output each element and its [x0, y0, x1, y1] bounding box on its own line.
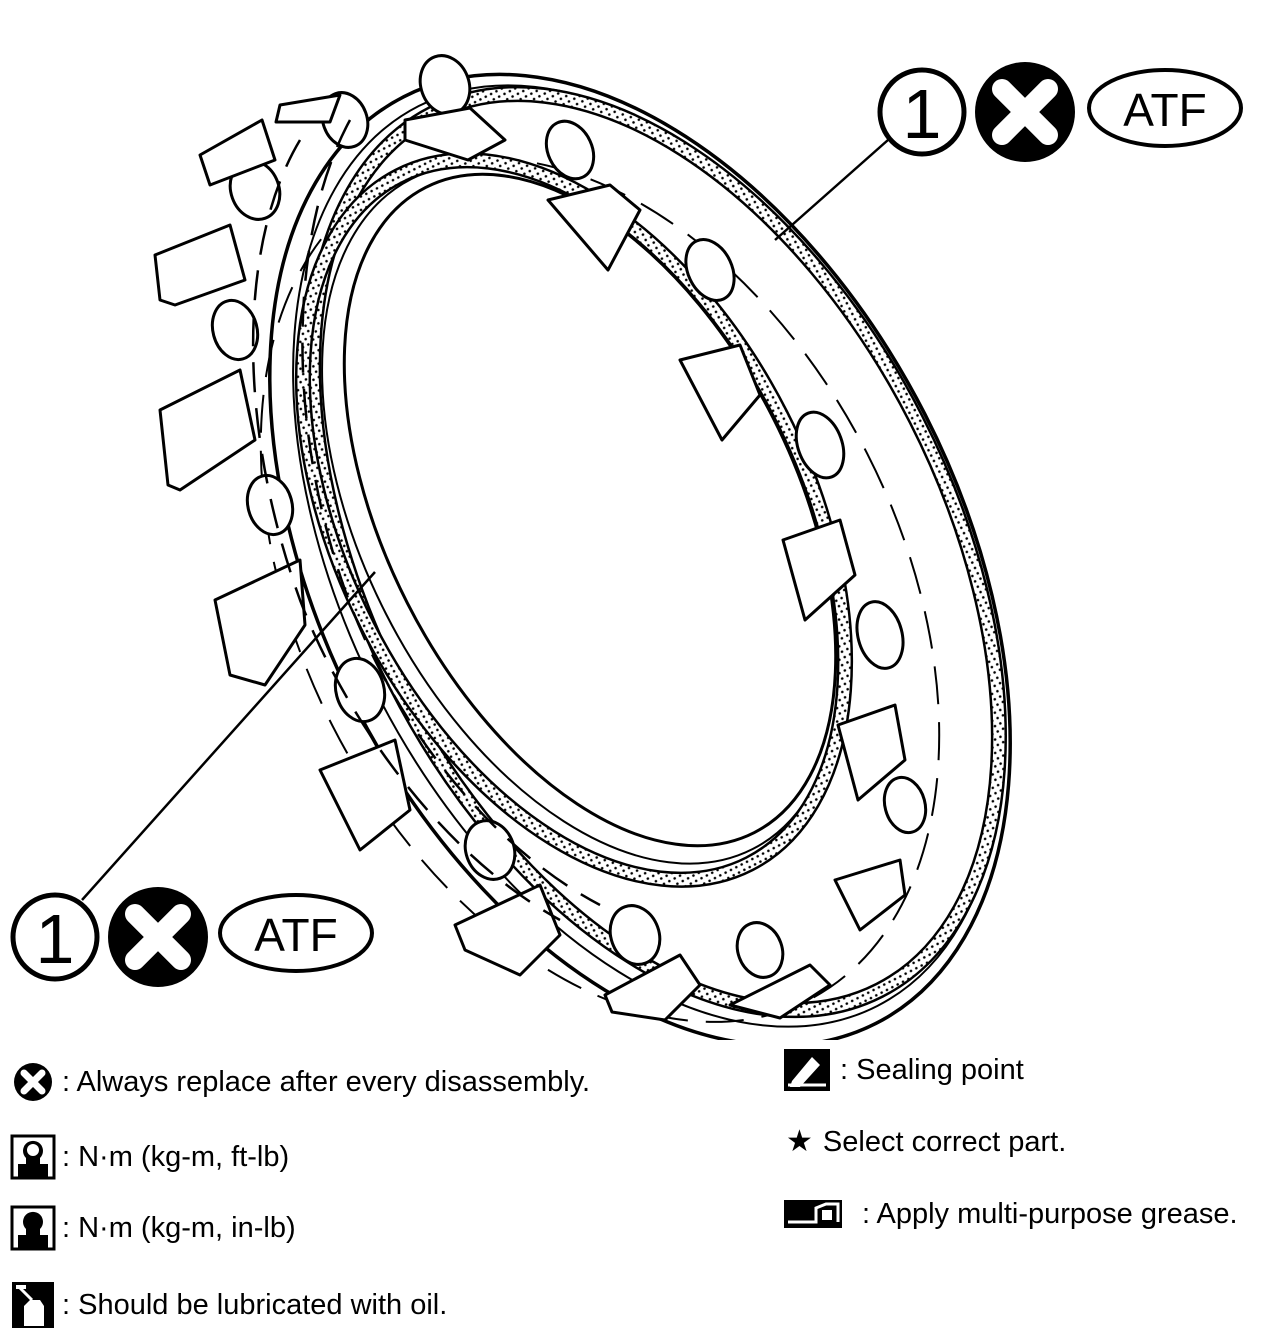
replace-icon	[14, 1063, 52, 1101]
replace-icon	[108, 887, 208, 987]
lubricant-label: ATF	[254, 909, 337, 961]
piston-tabs	[153, 93, 907, 1022]
legend-sealing-text: : Sealing point	[840, 1053, 1024, 1086]
legend-torque-inlb-text: : N·m (kg-m, in-lb)	[62, 1211, 296, 1244]
body-section-lines	[251, 119, 601, 922]
legend-select-text: Select correct part.	[822, 1125, 1067, 1158]
lubricant-oval	[218, 893, 374, 973]
torque-wrench-filled-icon	[10, 1205, 56, 1251]
sealing-point-icon	[784, 1049, 830, 1091]
replace-icon	[975, 62, 1075, 162]
lubricant-oval	[1087, 68, 1243, 148]
legend-grease-text: : Apply multi-purpose grease.	[862, 1197, 1238, 1230]
lubricant-label: ATF	[1123, 84, 1206, 136]
part-number-circle	[10, 892, 100, 982]
part-number-circle	[877, 67, 967, 157]
oil-can-icon	[12, 1282, 54, 1328]
star-icon: ★	[786, 1124, 813, 1159]
leader-line-lower	[81, 571, 376, 901]
legend-replace-text: : Always replace after every disassembly…	[62, 1065, 591, 1098]
legend-replace: : Always replace after every disassembly…	[10, 1062, 590, 1102]
legend-torque-ftlb-text: : N·m (kg-m, ft-lb)	[62, 1140, 290, 1173]
legend-torque-inlb: : N·m (kg-m, in-lb)	[10, 1205, 296, 1251]
part-number: 1	[903, 75, 942, 153]
legend-oil: : Should be lubricated with oil.	[10, 1280, 447, 1330]
piston-seal-diagram: 1 ATF 1 ATF	[10, 54, 1243, 1040]
leader-line-upper	[774, 139, 889, 241]
legend-torque-ftlb: : N·m (kg-m, ft-lb)	[10, 1134, 289, 1180]
legend-oil-text: : Should be lubricated with oil.	[62, 1288, 448, 1321]
inner-seal-ring	[294, 152, 854, 888]
legend-select: ★ Select correct part.	[786, 1127, 1066, 1157]
torque-wrench-icon	[10, 1134, 56, 1180]
legend-sealing: : Sealing point	[782, 1047, 1024, 1093]
part-number: 1	[36, 900, 75, 978]
legend-grease: : Apply multi-purpose grease.	[782, 1198, 1238, 1230]
callout-lower: 1 ATF	[10, 571, 376, 987]
callout-upper: 1 ATF	[774, 62, 1243, 241]
grease-icon	[784, 1200, 842, 1228]
